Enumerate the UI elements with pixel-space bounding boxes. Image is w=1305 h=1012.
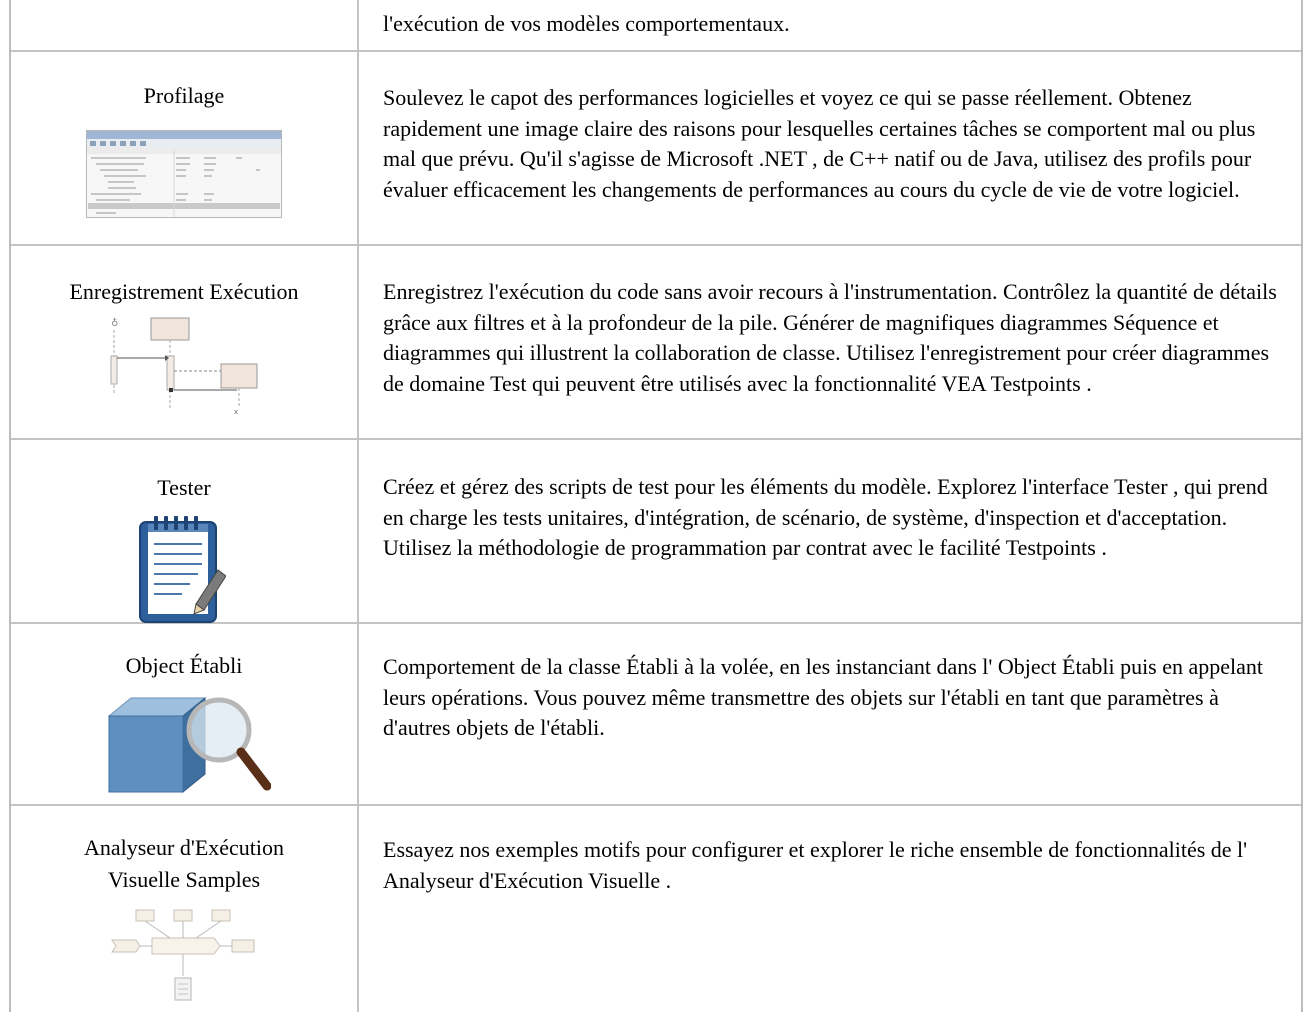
table-row: Tester Créez et gérez des scripts de tes… [11, 440, 1301, 624]
samples-diagram-icon [111, 909, 255, 1001]
feature-title: Object Établi [125, 653, 243, 678]
feature-description: Créez et gérez des scripts de test pour … [383, 474, 1268, 560]
feature-title: Profilage [143, 83, 225, 108]
svg-text:♁: ♁ [111, 317, 118, 329]
feature-cell: Enregistrement Exécution ♁ x [11, 246, 357, 438]
feature-description: Essayez nos exemples motifs pour configu… [383, 837, 1248, 893]
feature-cell [11, 0, 357, 50]
table-row: Enregistrement Exécution ♁ x Enregistrez… [11, 246, 1301, 440]
feature-description: Enregistrez l'exécution du code sans avo… [383, 279, 1277, 396]
feature-title: Tester [157, 475, 211, 500]
object-workbench-icon [107, 696, 271, 794]
profiler-screenshot-icon [86, 130, 282, 218]
feature-cell: Tester [11, 440, 357, 623]
test-notepad-icon [139, 516, 226, 623]
feature-cell: Analyseur d'Exécution Visuelle Samples [11, 806, 357, 1012]
feature-description: Comportement de la classe Établi à la vo… [383, 654, 1264, 740]
table-row: Object Établi Comportement de la classe … [11, 624, 1301, 806]
table-row: l'exécution de vos modèles comportementa… [11, 0, 1301, 52]
feature-cell: Object Établi [11, 624, 357, 804]
svg-text:x: x [234, 408, 238, 416]
feature-title: Enregistrement Exécution [69, 279, 299, 304]
sequence-diagram-icon: ♁ x [110, 317, 258, 416]
feature-description: Soulevez le capot des performances logic… [383, 85, 1256, 202]
feature-title: Visuelle Samples [107, 867, 261, 892]
feature-title: Analyseur d'Exécution [83, 835, 285, 860]
table-row: Profilage [11, 52, 1301, 246]
feature-table: l'exécution de vos modèles comportementa… [9, 0, 1303, 1012]
table-row: Analyseur d'Exécution Visuelle Samples E… [11, 806, 1301, 1012]
feature-description: l'exécution de vos modèles comportementa… [383, 11, 790, 36]
feature-cell: Profilage [11, 52, 357, 244]
